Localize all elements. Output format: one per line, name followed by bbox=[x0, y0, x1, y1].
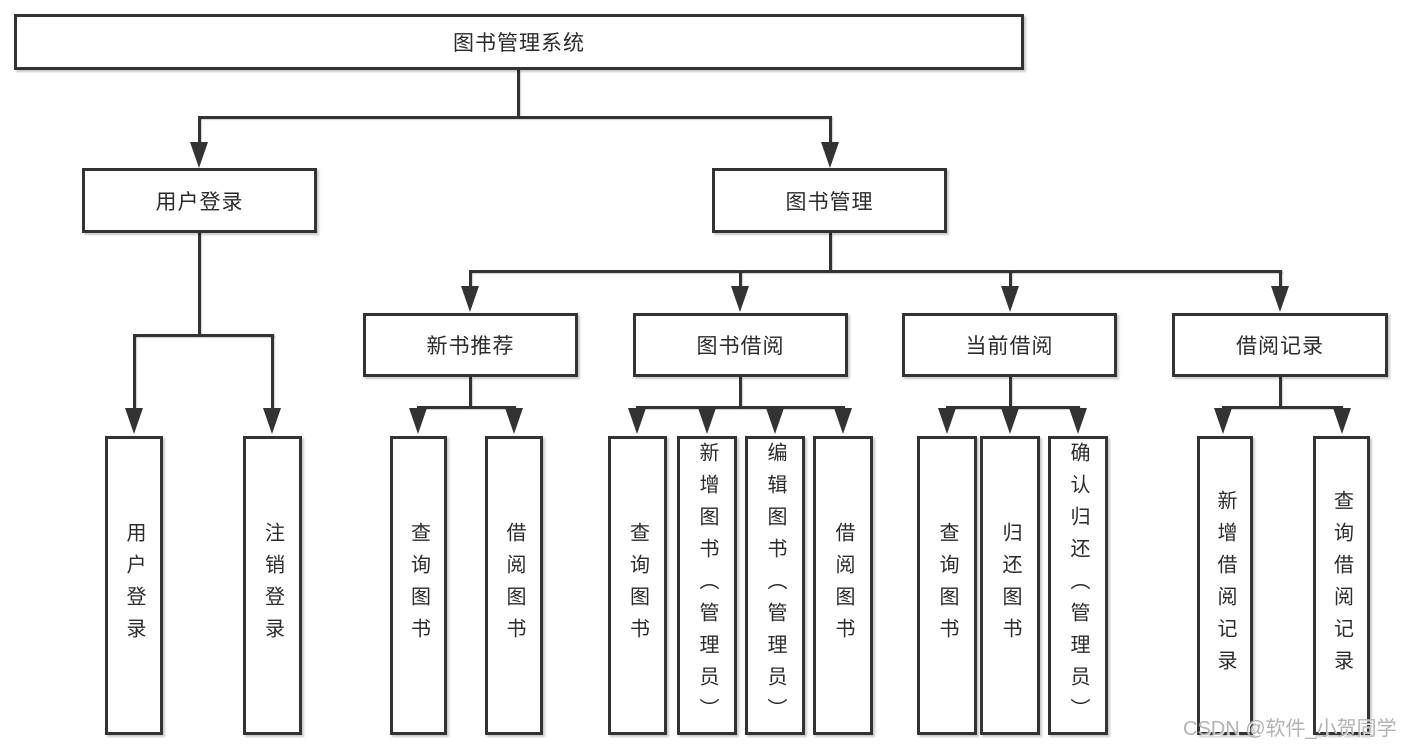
root-node: 图书管理系统 bbox=[14, 14, 1024, 70]
connector-login-leaf1-shaft bbox=[133, 334, 136, 410]
connector-l3-shaft bbox=[739, 270, 742, 288]
connector-mgmt-stem bbox=[829, 233, 832, 272]
leaf-current-return-book-label: 归还图书 bbox=[999, 521, 1021, 650]
connector-login-shaft bbox=[198, 116, 201, 144]
leaf-borrow-borrow-book: 借阅图书 bbox=[813, 436, 873, 735]
connector-login-leaf2-shaft bbox=[271, 334, 274, 410]
leaf-borrow-edit-book-label: 编辑图书（管理员） bbox=[764, 441, 786, 730]
arrowhead-icon bbox=[190, 142, 208, 168]
leaf-user-login: 用户登录 bbox=[105, 436, 163, 735]
leaf-borrow-add-book: 新增图书（管理员） bbox=[677, 436, 737, 735]
node-book-management-label: 图书管理 bbox=[785, 190, 874, 214]
leaf-records-add-record-label: 新增借阅记录 bbox=[1214, 489, 1236, 682]
node-user-login: 用户登录 bbox=[82, 168, 317, 233]
arrowhead-icon bbox=[698, 408, 716, 434]
arrowhead-icon bbox=[505, 408, 523, 434]
connector-recommend-stem bbox=[469, 377, 472, 408]
connector-records-branch bbox=[1222, 406, 1343, 409]
node-borrow-records: 借阅记录 bbox=[1172, 313, 1388, 377]
leaf-current-confirm-return-label: 确认归还（管理员） bbox=[1067, 441, 1089, 730]
node-user-login-label: 用户登录 bbox=[155, 190, 244, 214]
connector-l3-shaft bbox=[469, 270, 472, 288]
leaf-current-query-book-label: 查询图书 bbox=[936, 521, 958, 650]
arrowhead-icon bbox=[766, 408, 784, 434]
connector-login-branch bbox=[133, 334, 274, 337]
arrowhead-icon bbox=[263, 408, 281, 434]
leaf-borrow-query-book-label: 查询图书 bbox=[626, 521, 649, 650]
leaf-records-query-record: 查询借阅记录 bbox=[1313, 436, 1370, 735]
arrowhead-icon bbox=[1271, 286, 1289, 312]
arrowhead-icon bbox=[1069, 408, 1087, 434]
node-book-borrow: 图书借阅 bbox=[633, 313, 848, 377]
arrowhead-icon bbox=[834, 408, 852, 434]
arrowhead-icon bbox=[1001, 408, 1019, 434]
arrowhead-icon bbox=[1001, 286, 1019, 312]
connector-borrow-branch bbox=[636, 406, 845, 409]
arrowhead-icon bbox=[731, 286, 749, 312]
arrowhead-icon bbox=[938, 408, 956, 434]
arrowhead-icon bbox=[821, 142, 839, 168]
leaf-borrow-borrow-book-label: 借阅图书 bbox=[832, 521, 854, 650]
connector-l3-shaft bbox=[1279, 270, 1282, 288]
connector-borrow-stem bbox=[739, 377, 742, 408]
node-borrow-records-label: 借阅记录 bbox=[1236, 335, 1324, 358]
connector-root-stem bbox=[517, 70, 520, 118]
watermark: CSDN @软件_小贺同学 bbox=[1183, 718, 1397, 740]
connector-l3-shaft bbox=[1009, 270, 1012, 288]
connector-level2-branch bbox=[198, 116, 831, 119]
arrowhead-icon bbox=[628, 408, 646, 434]
leaf-recommend-borrow-book-label: 借阅图书 bbox=[503, 521, 525, 650]
connector-mgmt-shaft bbox=[829, 116, 832, 144]
node-book-management: 图书管理 bbox=[712, 168, 947, 233]
leaf-recommend-borrow-book: 借阅图书 bbox=[485, 436, 543, 735]
root-node-label: 图书管理系统 bbox=[453, 32, 585, 55]
node-current-borrow: 当前借阅 bbox=[902, 313, 1117, 377]
leaf-user-login-label: 用户登录 bbox=[123, 521, 145, 650]
leaf-current-query-book: 查询图书 bbox=[917, 436, 977, 735]
leaf-records-query-record-label: 查询借阅记录 bbox=[1330, 489, 1353, 682]
node-new-book-recommend: 新书推荐 bbox=[363, 313, 578, 377]
leaf-recommend-query-book-label: 查询图书 bbox=[407, 521, 430, 650]
arrowhead-icon bbox=[125, 408, 143, 434]
node-book-borrow-label: 图书借阅 bbox=[696, 335, 785, 358]
leaf-borrow-edit-book: 编辑图书（管理员） bbox=[745, 436, 805, 735]
leaf-records-add-record: 新增借阅记录 bbox=[1197, 436, 1253, 735]
leaf-recommend-query-book: 查询图书 bbox=[390, 436, 447, 735]
connector-login-stem bbox=[198, 233, 201, 336]
leaf-borrow-query-book: 查询图书 bbox=[608, 436, 667, 735]
leaf-logout-login-label: 注销登录 bbox=[261, 521, 284, 650]
connector-current-branch bbox=[946, 406, 1080, 409]
arrowhead-icon bbox=[1214, 408, 1232, 434]
node-current-borrow-label: 当前借阅 bbox=[965, 335, 1054, 358]
arrowhead-icon bbox=[461, 286, 479, 312]
arrowhead-icon bbox=[1333, 408, 1351, 434]
connector-recommend-branch bbox=[417, 406, 516, 409]
connector-current-stem bbox=[1009, 377, 1012, 408]
leaf-current-confirm-return: 确认归还（管理员） bbox=[1048, 436, 1108, 735]
leaf-borrow-add-book-label: 新增图书（管理员） bbox=[696, 441, 718, 730]
leaf-current-return-book: 归还图书 bbox=[980, 436, 1040, 735]
leaf-logout-login: 注销登录 bbox=[243, 436, 302, 735]
node-new-book-recommend-label: 新书推荐 bbox=[426, 335, 515, 358]
connector-level3-branch bbox=[469, 270, 1282, 273]
connector-records-stem bbox=[1279, 377, 1282, 408]
arrowhead-icon bbox=[409, 408, 427, 434]
